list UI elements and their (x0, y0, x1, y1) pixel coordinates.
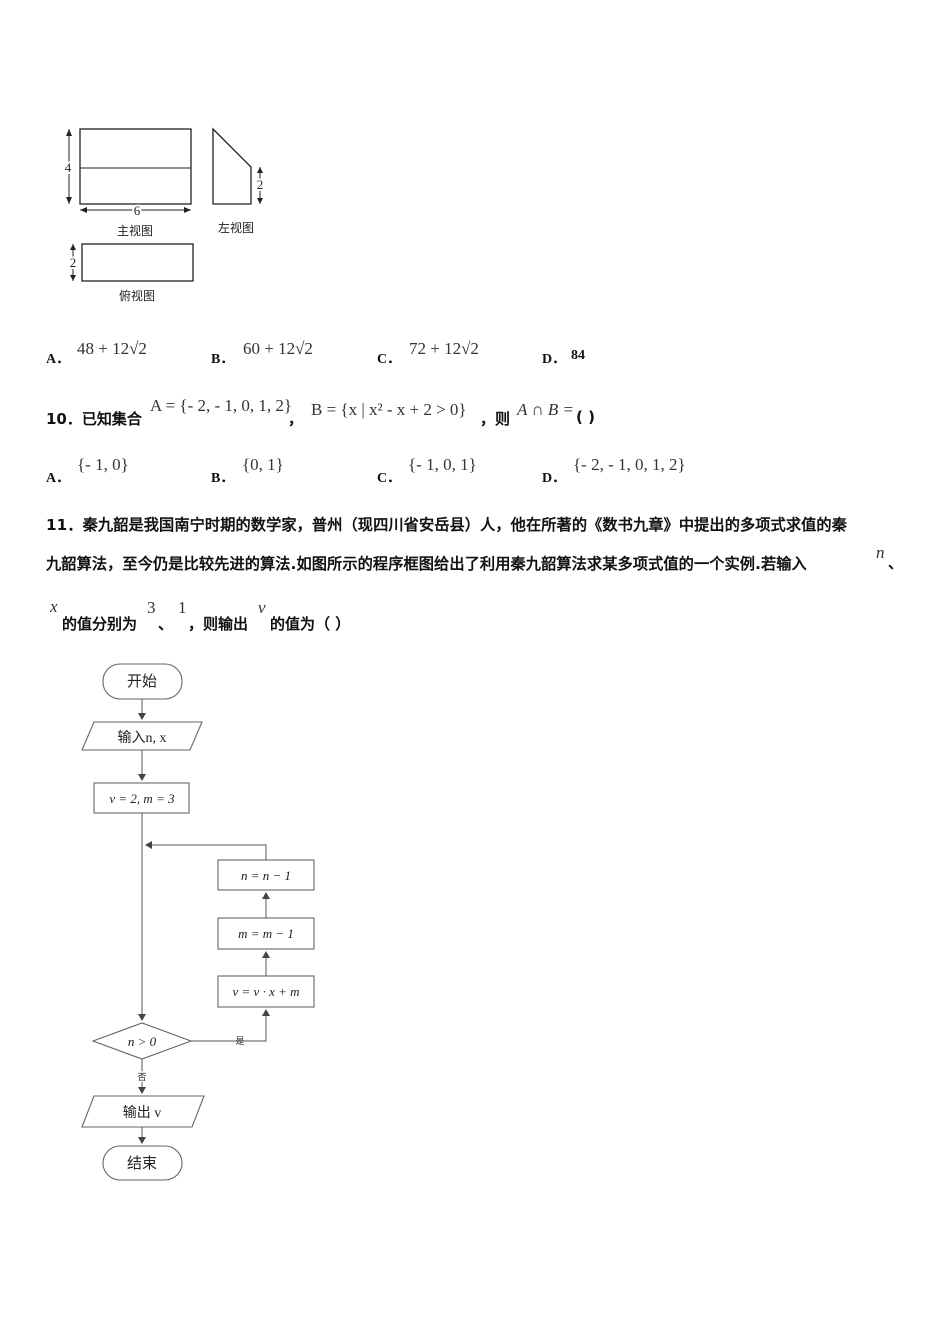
three-views-figure: 4 6 主视图 2 左视图 2 俯视图 (63, 127, 265, 303)
option-letter: A． (46, 471, 71, 486)
init-box (93, 782, 190, 814)
option-letter: C． (377, 352, 402, 367)
q10-expr: A ∩ B = (517, 400, 574, 419)
option-value: {- 2, - 1, 0, 1, 2} (573, 455, 686, 474)
option-letter: C． (377, 471, 402, 486)
option-value: 84 (571, 348, 585, 363)
end-terminal (102, 1145, 183, 1181)
front-height-dim: 4 (65, 160, 72, 175)
option-letter: B． (211, 352, 235, 367)
q10-set-a: A = {- 2, - 1, 0, 1, 2} (150, 396, 293, 415)
option-value: 48 + 12√2 (77, 339, 147, 358)
output-label: 输出 v (123, 1105, 162, 1121)
input-label: 输入n, x (118, 730, 167, 746)
q11-sep2: 、 (158, 615, 174, 633)
option-value: 72 + 12√2 (409, 339, 479, 358)
q10-then: ，则 (480, 410, 511, 428)
output-box (81, 1095, 205, 1128)
left-view-label: 左视图 (218, 220, 254, 235)
step-m-label: m = m − 1 (238, 926, 294, 941)
start-label: 开始 (127, 673, 157, 690)
q11-text3: 的值分别为 (62, 615, 138, 633)
front-view-rect (79, 128, 192, 205)
input-box (81, 721, 203, 751)
init-label: v = 2, m = 3 (109, 791, 175, 806)
q11-line1: 11．秦九韶是我国南宁时期的数学家，普州（现四川省安岳县）人，他在所著的《数书九… (46, 516, 847, 534)
q10-comma: ， (288, 410, 304, 428)
condition-label: n > 0 (128, 1034, 157, 1049)
q10-prefix: 10．已知集合 (46, 410, 142, 428)
top-view-rect (81, 243, 194, 282)
flowchart: 开始 输入n, x v = 2, m = 3 n = n − 1 m = m −… (81, 663, 315, 1181)
option-letter: A． (46, 352, 71, 367)
step-n-label: n = n − 1 (241, 868, 291, 883)
left-height-dim: 2 (257, 177, 264, 192)
yes-label: 是 (235, 1036, 244, 1046)
q11-line2: 九韶算法，至今仍是比较先进的算法.如图所示的程序框图给出了利用秦九韶算法求某多项… (46, 555, 807, 573)
option-value: {- 1, 0, 1} (408, 455, 477, 474)
q11-var-x: x (50, 597, 58, 616)
q11-val3: 3 (147, 598, 156, 617)
step-v-label: v = v · x + m (233, 984, 300, 999)
option-letter: B． (211, 471, 235, 486)
q11-var-v: v (258, 598, 266, 617)
q11-sep1: 、 (888, 554, 904, 572)
option-letter: D． (542, 471, 567, 486)
no-label: 否 (137, 1072, 146, 1082)
step-n-box (217, 859, 315, 891)
front-width-dim: 6 (134, 203, 141, 218)
q10-set-b: B = {x | x² - x + 2 > 0} (311, 400, 467, 419)
option-value: 60 + 12√2 (243, 339, 313, 358)
option-value: {0, 1} (242, 455, 284, 474)
q11-text5: 的值为（ ） (270, 615, 351, 633)
top-height-dim: 2 (70, 255, 77, 270)
q11-val1: 1 (178, 598, 187, 617)
option-letter: D． (542, 352, 567, 367)
front-view-label: 主视图 (117, 223, 153, 238)
option-value: {- 1, 0} (77, 455, 129, 474)
q11-var-n: n (876, 543, 885, 562)
step-m-box (217, 917, 315, 950)
left-view-shape (212, 127, 252, 205)
end-label: 结束 (127, 1155, 157, 1172)
q10-paren: ( ) (576, 408, 595, 426)
top-view-label: 俯视图 (119, 288, 155, 303)
q11-text4: ，则输出 (188, 615, 249, 633)
